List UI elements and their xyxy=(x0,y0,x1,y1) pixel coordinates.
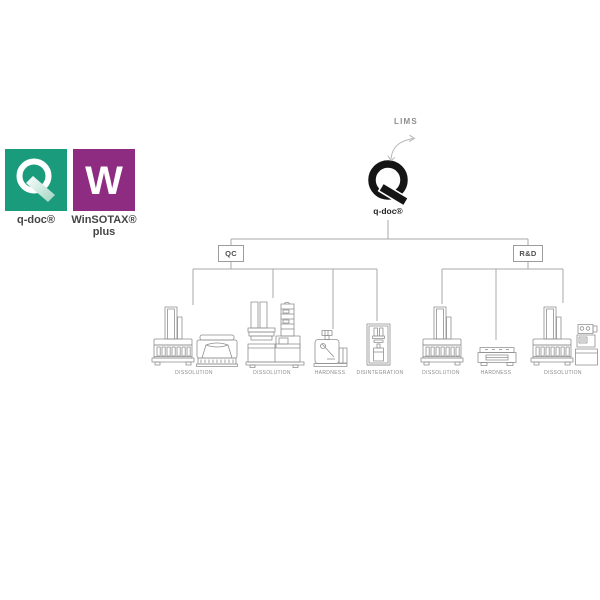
qc-node-box: QC xyxy=(218,245,244,262)
qdoc-tile-label: q-doc® xyxy=(16,214,56,226)
rnd-dissolution-tester-icon xyxy=(420,306,464,366)
qc-hardness-tester-icon xyxy=(313,330,348,367)
winsotax-tile-label: WinSOTAX® plus xyxy=(59,214,149,238)
qdoc-root-logo-icon xyxy=(368,160,410,208)
rnd-instrument-label-2: HARDNESS xyxy=(480,370,512,376)
lims-label: LIMS xyxy=(394,117,418,126)
qc-dissolution-sampler-icon xyxy=(196,334,238,367)
winsotax-label-line2: plus xyxy=(92,226,116,238)
root-logo-label: q-doc® xyxy=(373,206,403,216)
rnd-node-box: R&D xyxy=(513,245,543,262)
rnd-dissolution-module-icon xyxy=(575,324,598,366)
rnd-instrument-label-3: DISSOLUTION xyxy=(544,370,582,376)
qdoc-q-icon xyxy=(16,158,55,202)
qc-dissolution-workstation-icon xyxy=(245,301,305,368)
rnd-dissolution-tester2-icon xyxy=(530,306,574,366)
winsotax-w-icon: W xyxy=(85,158,123,203)
qc-instrument-label-4: DISINTEGRATION xyxy=(356,370,404,376)
lims-arrow-icon xyxy=(387,134,416,162)
qc-instrument-label-1: DISSOLUTION xyxy=(175,370,213,376)
qc-dissolution-tester-icon xyxy=(151,306,195,366)
rnd-instrument-label-1: DISSOLUTION xyxy=(422,370,460,376)
qdoc-logo-tile xyxy=(5,149,67,211)
winsotax-logo-tile: W xyxy=(73,149,135,211)
winsotax-label-line1: WinSOTAX® xyxy=(71,214,137,226)
qc-instrument-label-2: DISSOLUTION xyxy=(253,370,291,376)
qc-disintegration-tester-icon xyxy=(366,323,391,366)
qc-instrument-label-3: HARDNESS xyxy=(314,370,346,376)
rnd-hardness-tester-icon xyxy=(477,347,517,366)
